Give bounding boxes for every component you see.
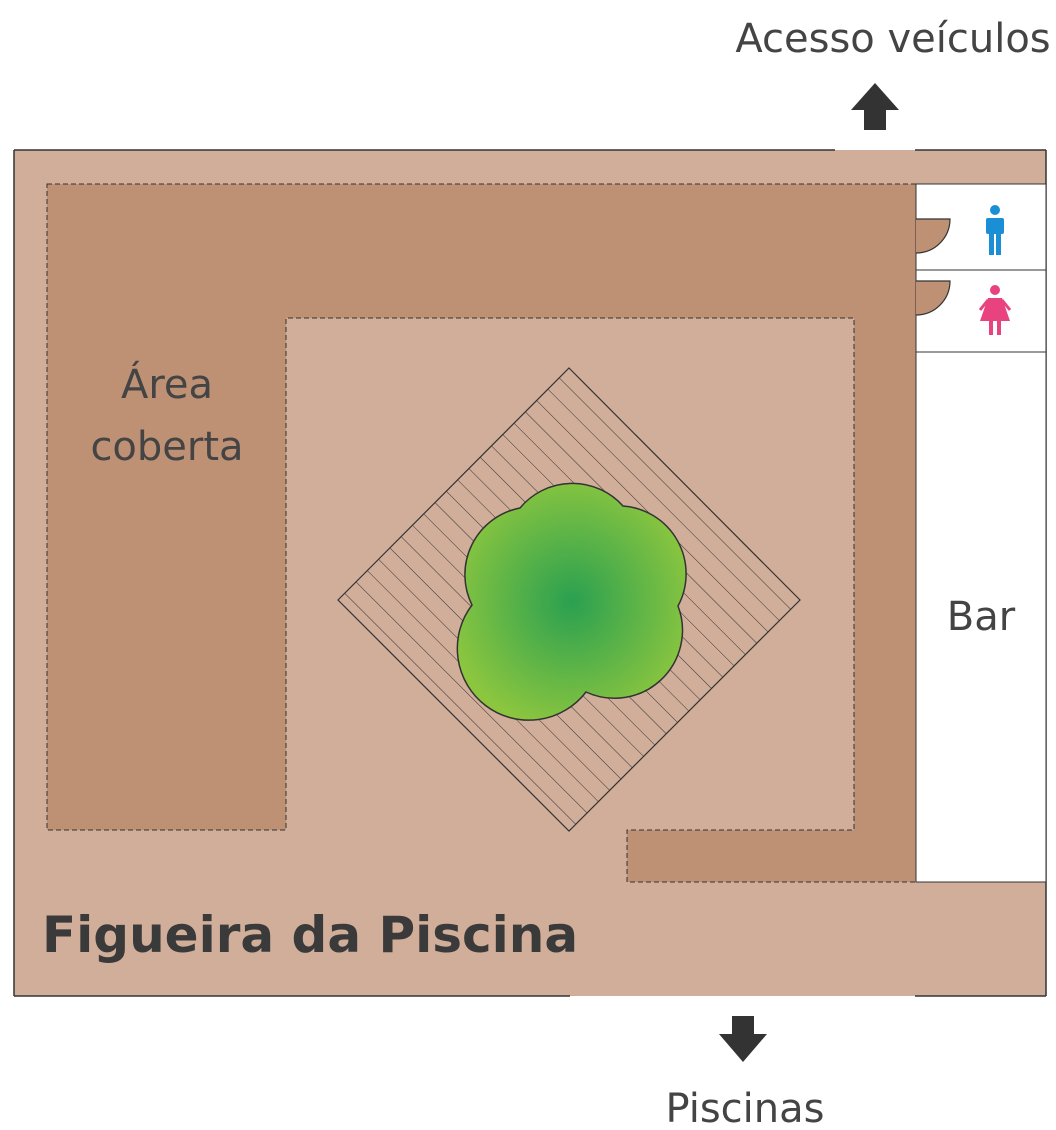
covered-area: [46, 183, 917, 883]
bar-label: Bar: [947, 594, 1016, 640]
arrow-down-icon: [719, 1016, 767, 1062]
man-icon: [986, 205, 1004, 255]
door-women: [915, 280, 951, 316]
covered-area-label-1: Área: [121, 360, 213, 408]
bar-area: [915, 351, 1047, 883]
top-exit-label: Acesso veículos: [735, 16, 1050, 62]
woman-icon: [978, 285, 1012, 335]
restroom-women: [915, 269, 1047, 353]
covered-area-label-2: coberta: [90, 424, 243, 470]
bottom-exit-label: Piscinas: [665, 1086, 824, 1130]
arrow-up-icon: [851, 83, 899, 130]
door-men: [915, 218, 951, 254]
tree-icon: [456, 482, 687, 721]
page-title: Figueira da Piscina: [42, 906, 578, 964]
